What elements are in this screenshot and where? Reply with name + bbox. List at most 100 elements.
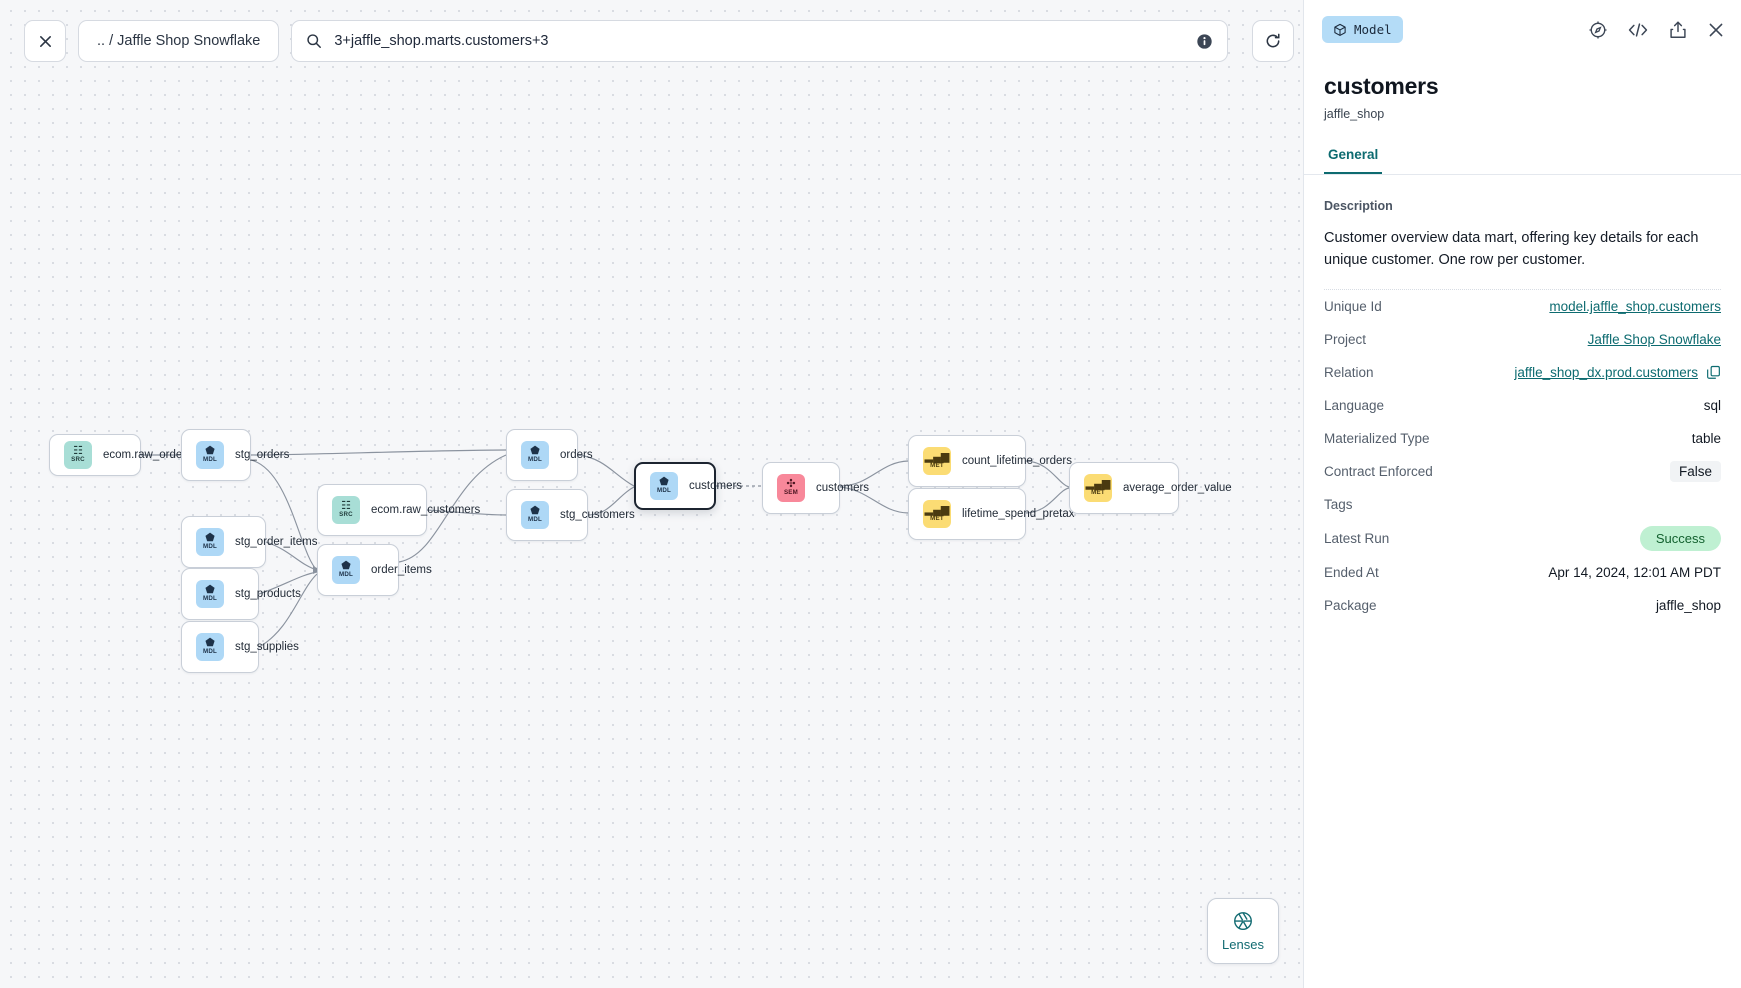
metadata-row: Unique Id model.jaffle_shop.customers (1324, 290, 1721, 323)
lineage-node-label: stg_order_items (235, 536, 318, 548)
metadata-row: Project Jaffle Shop Snowflake (1324, 323, 1721, 356)
metadata-key: Latest Run (1324, 531, 1390, 547)
metadata-key: Package (1324, 598, 1377, 614)
copy-icon[interactable] (1706, 365, 1721, 380)
metadata-value-wrap: Apr 14, 2024, 12:01 AM PDT (1548, 565, 1721, 580)
lineage-node-label: average_order_value (1123, 482, 1232, 494)
share-icon[interactable] (1668, 20, 1688, 40)
metadata-value[interactable]: model.jaffle_shop.customers (1549, 299, 1721, 315)
details-body: Description Customer overview data mart,… (1304, 175, 1741, 988)
code-icon[interactable] (1627, 20, 1649, 40)
metadata-key: Materialized Type (1324, 431, 1430, 447)
metadata-row: Ended At Apr 14, 2024, 12:01 AM PDT (1324, 556, 1721, 589)
lineage-node-label: lifetime_spend_pretax (962, 508, 1075, 520)
src-badge-icon: ☷SRC (64, 441, 92, 469)
page-title: customers (1324, 73, 1439, 99)
metadata-key: Project (1324, 332, 1367, 348)
description-label: Description (1324, 199, 1393, 213)
mdl-badge-icon: ⬟MDL (650, 472, 678, 500)
entity-header: customers jaffle_shop (1304, 59, 1741, 121)
close-panel-icon[interactable] (1707, 21, 1725, 39)
metadata-row: Materialized Type table (1324, 422, 1721, 455)
metadata-key: Ended At (1324, 565, 1379, 581)
status-badge: Success (1639, 526, 1721, 552)
mdl-badge-icon: ⬟MDL (332, 556, 360, 584)
lineage-node-customers_semantic[interactable]: ✣SEM customers (762, 462, 869, 514)
mdl-badge-icon: ⬟MDL (521, 501, 549, 529)
met-badge-icon: ▂▄▆MET (923, 500, 951, 528)
lineage-node-lifetime_spend_pretax[interactable]: ▂▄▆MET lifetime_spend_pretax (908, 488, 1075, 540)
refresh-icon (1264, 32, 1282, 50)
lineage-node-label: stg_supplies (235, 641, 299, 653)
breadcrumb-label: .. / Jaffle Shop Snowflake (97, 33, 261, 49)
lineage-node-label: stg_products (235, 588, 301, 600)
lineage-node-label: stg_orders (235, 449, 290, 461)
metadata-row: Latest Run Success (1324, 521, 1721, 556)
metadata-value-wrap: False (1669, 461, 1721, 483)
breadcrumb[interactable]: .. / Jaffle Shop Snowflake (78, 20, 280, 62)
mdl-badge-icon: ⬟MDL (196, 633, 224, 661)
search-icon (306, 33, 322, 49)
lineage-node-stg_supplies[interactable]: ⬟MDL stg_supplies (181, 621, 299, 673)
lineage-node-label: stg_customers (560, 509, 635, 521)
lineage-node-stg_customers[interactable]: ⬟MDL stg_customers (506, 489, 635, 541)
metadata-key: Contract Enforced (1324, 464, 1433, 480)
tab-general[interactable]: General (1324, 147, 1383, 174)
metadata-key: Unique Id (1324, 299, 1382, 315)
metadata-row: Package jaffle_shop (1324, 589, 1721, 622)
metadata-value-wrap: sql (1704, 398, 1721, 413)
met-badge-icon: ▂▄▆MET (923, 447, 951, 475)
src-badge-icon: ☷SRC (332, 496, 360, 524)
mdl-badge-icon: ⬟MDL (196, 528, 224, 556)
lineage-node-label: customers (816, 482, 870, 494)
divider (1324, 289, 1721, 291)
refresh-button[interactable] (1252, 20, 1295, 62)
tab-bar: General (1304, 147, 1741, 175)
lineage-search[interactable] (291, 20, 1229, 62)
metadata-value[interactable]: Jaffle Shop Snowflake (1587, 332, 1721, 348)
metadata-value: False (1669, 461, 1721, 483)
panel-actions (1588, 20, 1725, 40)
metadata-value: sql (1703, 398, 1721, 414)
search-input[interactable] (334, 33, 1185, 49)
close-lineage-button[interactable] (24, 20, 66, 62)
info-icon[interactable] (1196, 33, 1213, 50)
metadata-key: Tags (1324, 497, 1353, 513)
lineage-toolbar: .. / Jaffle Shop Snowflake (24, 20, 1295, 62)
sem-badge-icon: ✣SEM (777, 474, 805, 502)
metadata-value: table (1691, 431, 1721, 447)
metadata-value-wrap: table (1692, 431, 1721, 446)
cube-icon (1333, 23, 1347, 37)
details-panel: Model (1303, 0, 1741, 988)
metadata-value: jaffle_shop (1655, 598, 1721, 614)
lineage-node-stg_order_items[interactable]: ⬟MDL stg_order_items (181, 516, 317, 568)
lenses-label: Lenses (1222, 937, 1264, 952)
metadata-value-wrap: model.jaffle_shop.customers (1549, 299, 1721, 314)
lineage-node-label: orders (560, 449, 593, 461)
lenses-button[interactable]: Lenses (1207, 898, 1279, 964)
metadata-value-wrap: jaffle_shop (1656, 598, 1721, 613)
lineage-node-label: count_lifetime_orders (962, 455, 1072, 467)
explore-icon[interactable] (1588, 20, 1608, 40)
entity-type-label: Model (1354, 22, 1392, 37)
lineage-node-count_lifetime_orders[interactable]: ▂▄▆MET count_lifetime_orders (908, 435, 1072, 487)
metadata-key: Language (1324, 398, 1385, 414)
metadata-value[interactable]: jaffle_shop_dx.prod.customers (1514, 365, 1698, 381)
lineage-node-orders[interactable]: ⬟MDL orders (506, 429, 593, 481)
mdl-badge-icon: ⬟MDL (521, 441, 549, 469)
description-text: Customer overview data mart, offering ke… (1324, 230, 1699, 269)
metadata-row: Tags (1324, 488, 1721, 521)
aperture-icon (1232, 910, 1254, 932)
